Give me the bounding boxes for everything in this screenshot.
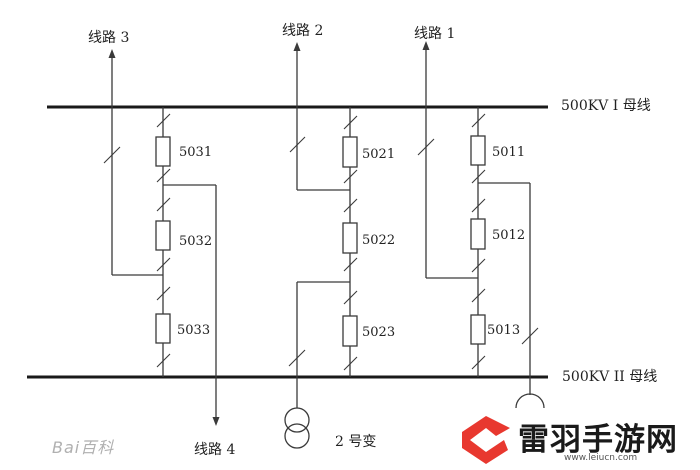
label-5022: 5022 <box>362 233 395 248</box>
transformer-winding-top <box>284 407 310 433</box>
breaker-5012 <box>470 218 486 250</box>
brand-watermark: 雷羽手游网 www.leiucn.com <box>452 408 700 470</box>
label-5013: 5013 <box>487 323 520 338</box>
line-4-arrow <box>212 417 220 426</box>
breaker-5011 <box>470 135 486 166</box>
bay-column-2 <box>284 42 358 449</box>
bus-1-label: 500KV I 母线 <box>561 98 651 114</box>
line-1-label: 线路 1 <box>414 26 455 42</box>
brand-logo-icon <box>462 416 510 464</box>
label-5021: 5021 <box>362 147 395 162</box>
label-5031: 5031 <box>179 145 212 160</box>
label-5023: 5023 <box>362 325 395 340</box>
brand-url: www.leiucn.com <box>564 453 638 463</box>
line-2-label: 线路 2 <box>282 23 323 39</box>
line-1-arrow <box>422 41 430 50</box>
label-5012: 5012 <box>492 228 525 243</box>
label-5011: 5011 <box>492 145 525 160</box>
line-2-arrow <box>293 42 301 51</box>
breaker-5022 <box>342 222 358 254</box>
line-3-arrow <box>108 49 116 58</box>
bus-2-label: 500KV II 母线 <box>562 369 657 385</box>
transformer-partial <box>515 393 545 409</box>
transformer-winding-bottom <box>284 423 310 449</box>
label-5032: 5032 <box>179 234 212 249</box>
breaker-5021 <box>342 136 358 168</box>
bay-column-1 <box>417 41 545 409</box>
baidu-watermark: Bai百科 <box>52 438 115 457</box>
transformer-label: 2 号变 <box>335 434 376 450</box>
breaker-5032 <box>155 220 171 251</box>
breaker-5031 <box>155 136 171 167</box>
breaker-5013 <box>470 314 486 345</box>
brand-name: 雷羽手游网 <box>518 422 678 458</box>
bay-column-3 <box>103 49 220 426</box>
breaker-5033 <box>155 313 171 344</box>
breaker-5023 <box>342 315 358 347</box>
label-5033: 5033 <box>177 323 210 338</box>
line-3-label: 线路 3 <box>88 30 129 46</box>
line-4-label: 线路 4 <box>194 442 235 458</box>
